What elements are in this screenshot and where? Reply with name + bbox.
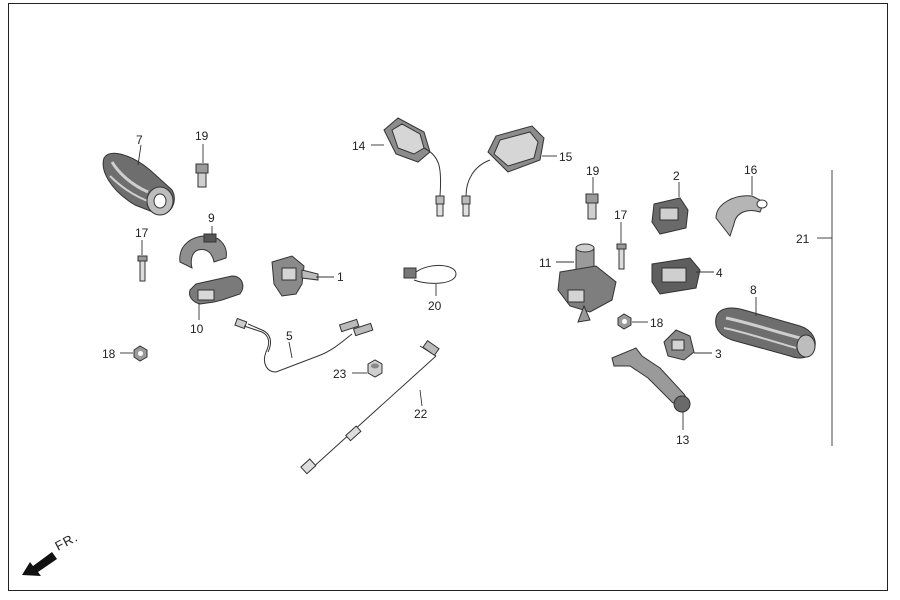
front-direction-label: FR. (52, 529, 80, 553)
callout-19-left: 19 (195, 129, 209, 143)
callout-17-left: 17 (135, 226, 149, 240)
part-3-small-switch (663, 329, 695, 361)
callout-18-left: 18 (102, 347, 116, 361)
part-16-cover (715, 195, 768, 238)
part-17-screw-right (616, 243, 627, 270)
callout-9: 9 (208, 211, 215, 225)
part-9-clamp-upper (179, 233, 227, 269)
callout-11: 11 (539, 256, 552, 270)
callout-5: 5 (286, 329, 293, 343)
front-direction-arrow-icon (22, 552, 57, 576)
callout-13: 13 (676, 433, 690, 447)
part-15-mirror-right (461, 125, 545, 217)
part-2-switch-button (651, 197, 689, 235)
part-23-nut (367, 359, 383, 378)
callout-23: 23 (333, 367, 347, 381)
part-17-screw-left (137, 255, 148, 282)
part-18-nut-right (617, 313, 632, 330)
part-11-lever-bracket (557, 243, 617, 323)
part-19-bolt-left (195, 163, 209, 188)
callout-20: 20 (428, 299, 442, 313)
part-22-cable (300, 340, 440, 475)
part-5-wire-harness (234, 317, 374, 373)
part-8-right-grip (715, 307, 816, 359)
callout-7: 7 (136, 133, 143, 147)
callout-14: 14 (352, 139, 366, 153)
callout-8: 8 (750, 283, 757, 297)
part-14-mirror-left (383, 117, 445, 217)
part-1-switch (271, 255, 319, 297)
callout-2: 2 (673, 169, 680, 183)
callout-22: 22 (414, 407, 428, 421)
callout-3: 3 (715, 347, 722, 361)
callout-4: 4 (716, 266, 723, 280)
callout-21: 21 (796, 232, 810, 246)
part-4-switch-housing (651, 257, 701, 295)
diagram-frame (8, 3, 888, 591)
part-13-lever (611, 347, 691, 413)
part-7-left-grip (102, 152, 175, 216)
callout-17-right: 17 (614, 208, 628, 222)
part-10-clamp-lower (189, 275, 244, 305)
part-18-nut-left (133, 345, 148, 362)
callout-18-right: 18 (650, 316, 664, 330)
part-20-cable-tie (403, 265, 457, 284)
callout-1: 1 (337, 270, 344, 284)
part-19-bolt-right (585, 193, 599, 220)
callout-16: 16 (744, 163, 758, 177)
part-21-bracket-line (817, 170, 833, 446)
callout-19-right: 19 (586, 164, 600, 178)
callout-10: 10 (190, 322, 204, 336)
callout-15: 15 (559, 150, 573, 164)
